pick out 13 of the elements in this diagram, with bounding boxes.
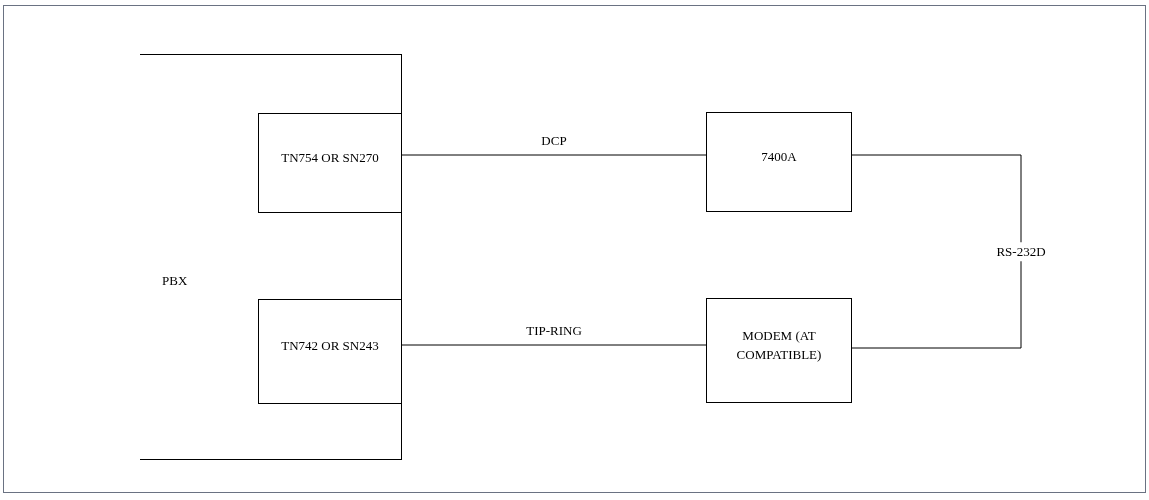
connector-line bbox=[401, 344, 707, 346]
process-box bbox=[706, 112, 852, 212]
node-label: TN754 OR SN270 bbox=[280, 148, 380, 167]
connector-line bbox=[401, 154, 707, 156]
node-label: TN742 OR SN243 bbox=[280, 337, 380, 355]
node-label: MODEM (AT COMPATIBLE) bbox=[735, 326, 823, 364]
node-label: PBX bbox=[162, 272, 188, 290]
connector-line bbox=[851, 154, 1022, 349]
pbx-bracket bbox=[140, 54, 402, 460]
process-box bbox=[258, 299, 402, 404]
process-box bbox=[706, 298, 852, 403]
node-label: 7400A bbox=[760, 147, 798, 166]
process-box bbox=[258, 113, 402, 213]
